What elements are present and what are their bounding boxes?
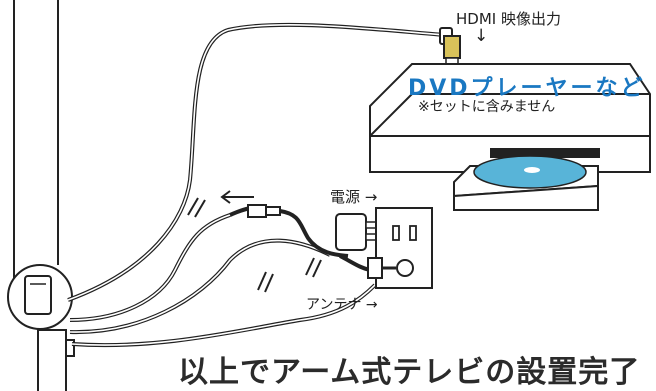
connection-panel (7, 264, 73, 330)
tv-arm-pole (13, 0, 75, 391)
hdmi-arrow-glyph: ↓ (474, 26, 489, 46)
disc (473, 155, 587, 189)
hdmi-plug (439, 27, 461, 65)
antenna-plug (339, 254, 396, 279)
hdmi-output-label: HDMI 映像出力 (456, 10, 561, 28)
power-plug (229, 204, 377, 258)
antenna-label: アンテナ → (306, 297, 378, 313)
wall-outlet (375, 207, 433, 289)
lower-cables (69, 213, 377, 348)
direction-arrow-left (220, 190, 254, 204)
power-label: 電源 → (330, 188, 378, 206)
dvd-player-note: ※セットに含みません (418, 99, 556, 115)
completion-message: 以上でアーム式テレビの設置完了 (178, 355, 641, 390)
cable-break-marks (187, 197, 322, 293)
lower-cables-highlight (69, 214, 376, 346)
dvd-player-title: DVDプレーヤーなど (408, 76, 646, 101)
